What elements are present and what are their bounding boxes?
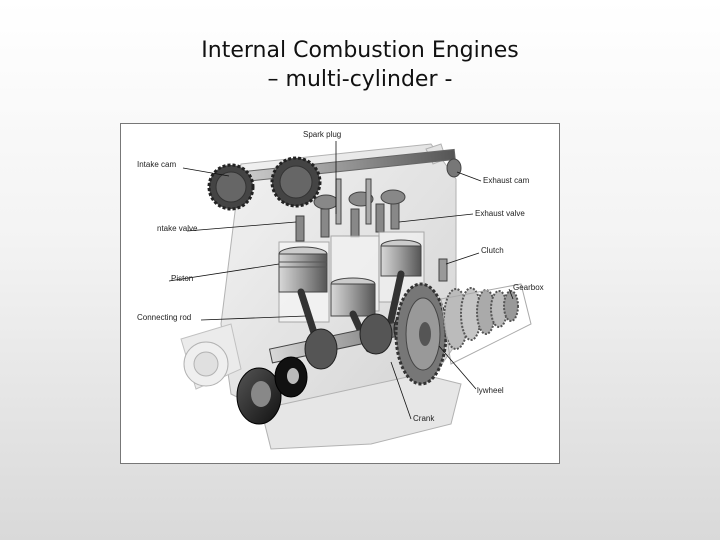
label-intake-valve: ntake valve [157, 224, 198, 233]
leader-lines [168, 141, 514, 420]
label-flywheel: lywheel [477, 386, 504, 395]
slide-title: Internal Combustion Engines – multi-cyli… [0, 36, 720, 94]
label-gearbox: Gearbox [513, 283, 544, 292]
clutch-lever [438, 258, 448, 282]
flywheel [394, 282, 448, 386]
engine-illustration [168, 141, 532, 450]
cam-sprockets [207, 156, 322, 211]
gearbox-gears [440, 283, 532, 365]
crank-pulley [236, 356, 308, 425]
label-exhaust-valve: Exhaust valve [475, 209, 525, 218]
label-crank: Crank [413, 414, 435, 423]
label-connecting-rod: Connecting rod [137, 313, 192, 322]
engine-diagram: Spark plug Intake cam Exhaust cam ntake … [120, 123, 560, 464]
spark-plugs [335, 178, 372, 225]
label-clutch: Clutch [481, 246, 504, 255]
label-exhaust-cam: Exhaust cam [483, 176, 530, 185]
label-intake-cam: Intake cam [137, 160, 177, 169]
label-spark-plug: Spark plug [303, 130, 342, 139]
title-line-2: – multi-cylinder - [267, 67, 453, 92]
title-line-1: Internal Combustion Engines [201, 38, 519, 63]
label-piston: Piston [171, 274, 194, 283]
